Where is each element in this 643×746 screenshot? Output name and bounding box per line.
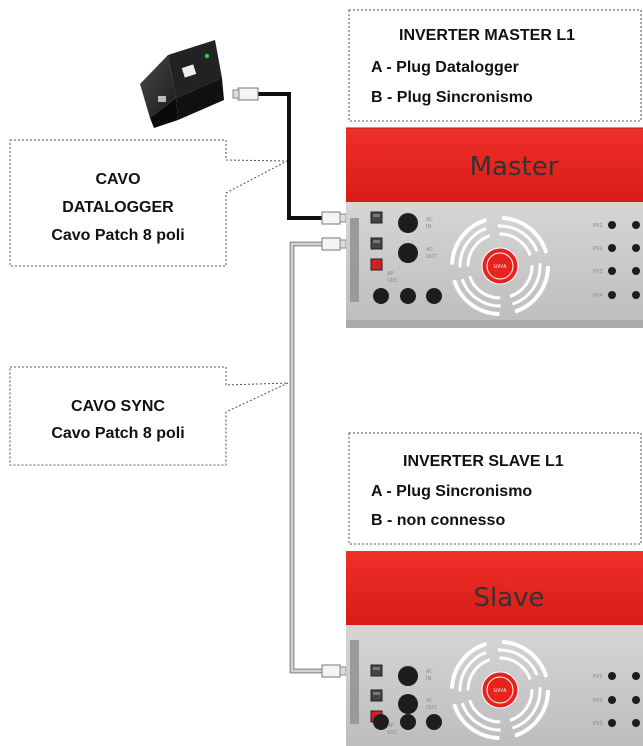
svg-text:OUT: OUT [426, 254, 438, 260]
master-info-line-b: B - Plug Sincronismo [371, 89, 533, 106]
master-inverter: Master AC IN AC OUT AP VDC SOFAR [346, 127, 643, 328]
svg-text:PV4: PV4 [593, 293, 603, 299]
master-info-callout: INVERTER MASTER L1 A - Plug Datalogger B… [348, 9, 642, 122]
svg-text:SOFAR: SOFAR [493, 264, 506, 269]
svg-text:PV1: PV1 [593, 674, 603, 680]
ethernet-port-b [370, 237, 383, 250]
svg-text:VDC: VDC [387, 278, 398, 284]
svg-text:AC: AC [426, 217, 433, 223]
ethernet-port-b [370, 689, 383, 702]
master-info-line-a: A - Plug Datalogger [371, 59, 519, 76]
datalogger-device-icon [140, 40, 224, 128]
sync-callout-line1: CAVO SYNC [71, 398, 165, 415]
datalogger-cable [232, 87, 347, 225]
svg-text:IN: IN [426, 676, 431, 682]
svg-text:OUT: OUT [426, 705, 438, 711]
rj45-plug-icon [321, 211, 347, 225]
datalogger-callout-line3: Cavo Patch 8 poli [51, 227, 184, 244]
status-display-icon: SOFAR [450, 640, 550, 740]
rj45-plug-icon [321, 237, 347, 251]
slave-inverter: Slave AC IN AC OUT AP VDC SOFAR PV1 PV2 … [346, 551, 643, 746]
svg-text:PV3: PV3 [593, 269, 603, 275]
rj45-plug-icon [321, 664, 347, 678]
slave-info-callout: INVERTER SLAVE L1 A - Plug Sincronismo B… [348, 432, 642, 545]
red-port [370, 258, 383, 271]
svg-text:AP: AP [387, 271, 393, 277]
status-display-icon: SOFAR [450, 216, 550, 316]
svg-text:AP: AP [387, 723, 393, 729]
rj45-plug-icon [232, 87, 259, 101]
ethernet-port-a [370, 211, 383, 224]
master-label: Master [470, 152, 559, 182]
master-info-title: INVERTER MASTER L1 [399, 27, 575, 44]
svg-text:AC: AC [426, 669, 433, 675]
sync-callout-line2: Cavo Patch 8 poli [51, 425, 184, 442]
svg-text:SOFAR: SOFAR [493, 688, 506, 693]
slave-info-line-b: B - non connesso [371, 512, 505, 529]
svg-text:PV2: PV2 [593, 698, 603, 704]
svg-text:PV2: PV2 [593, 246, 603, 252]
slave-label: Slave [473, 583, 544, 613]
sync-cable-callout: CAVO SYNC Cavo Patch 8 poli [9, 366, 289, 466]
datalogger-cable-callout: CAVO DATALOGGER Cavo Patch 8 poli [9, 139, 288, 267]
datalogger-callout-line1: CAVO [95, 171, 140, 188]
ethernet-port-a [370, 664, 383, 677]
svg-text:AC: AC [426, 247, 433, 253]
svg-text:IN: IN [426, 224, 431, 230]
svg-text:AC: AC [426, 698, 433, 704]
svg-text:PV1: PV1 [593, 223, 603, 229]
svg-text:PV3: PV3 [593, 721, 603, 727]
datalogger-callout-line2: DATALOGGER [62, 199, 174, 216]
slave-info-title: INVERTER SLAVE L1 [403, 453, 564, 470]
slave-info-line-a: A - Plug Sincronismo [371, 483, 532, 500]
sync-cable [289, 237, 347, 678]
svg-text:VDC: VDC [387, 730, 398, 736]
